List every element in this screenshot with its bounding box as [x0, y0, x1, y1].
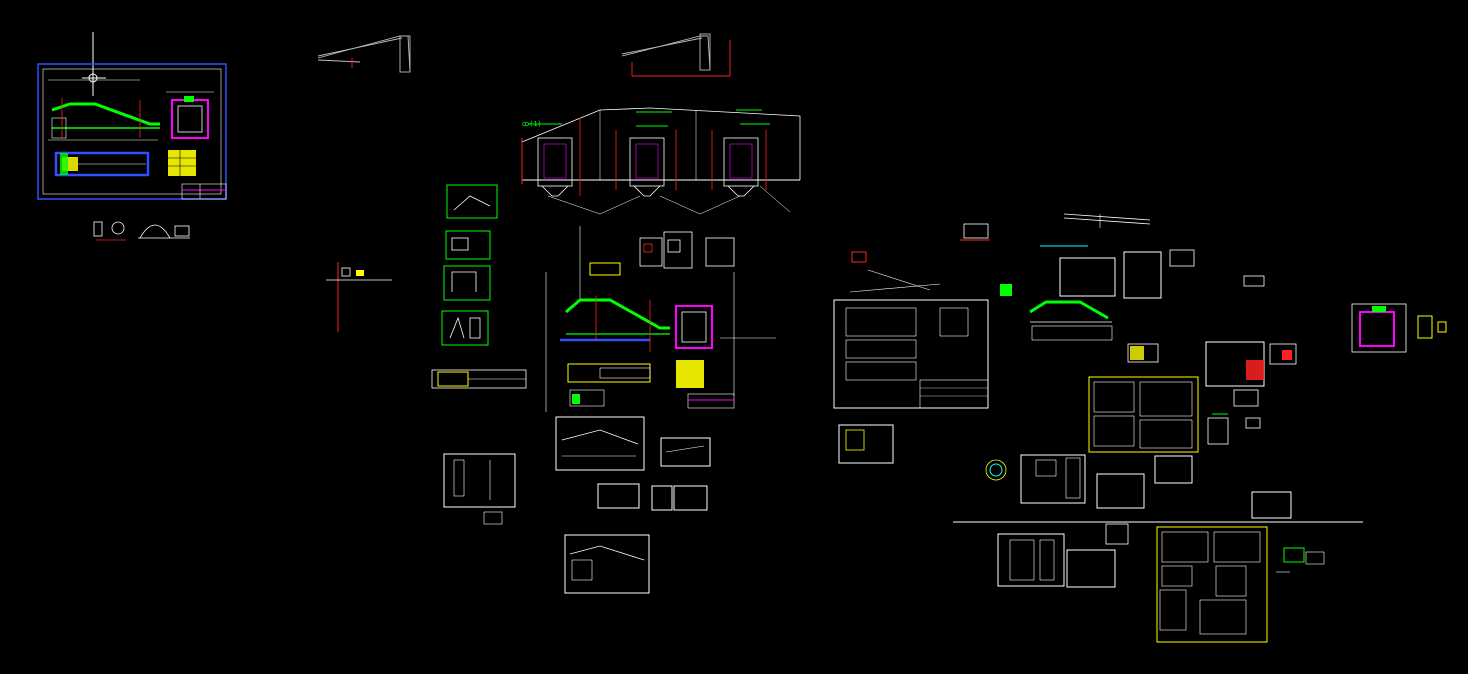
conveyor-right[interactable] — [960, 213, 1195, 363]
crusher-view-far-right — [1243, 275, 1447, 353]
elevation-sketch-1 — [317, 35, 411, 73]
detail-blocks-top-center — [639, 231, 735, 269]
detail-fragments-left — [93, 221, 190, 241]
detail-axis-marker — [326, 262, 392, 332]
detail-boxes-lower-right[interactable] — [953, 454, 1363, 643]
building-section-crushers[interactable]: ꝏ(1) — [521, 107, 801, 215]
elevation-sketch-2 — [621, 33, 731, 77]
sheet-conveyor-general-arrangement[interactable] — [37, 32, 227, 200]
detail-group-yellow-frame[interactable] — [1088, 341, 1297, 453]
detail-boxes-lower-center[interactable] — [443, 416, 711, 594]
sheet-right-detail[interactable] — [833, 251, 989, 464]
layout-central-arrangement[interactable] — [431, 226, 776, 412]
detail-column-green[interactable] — [441, 184, 498, 346]
